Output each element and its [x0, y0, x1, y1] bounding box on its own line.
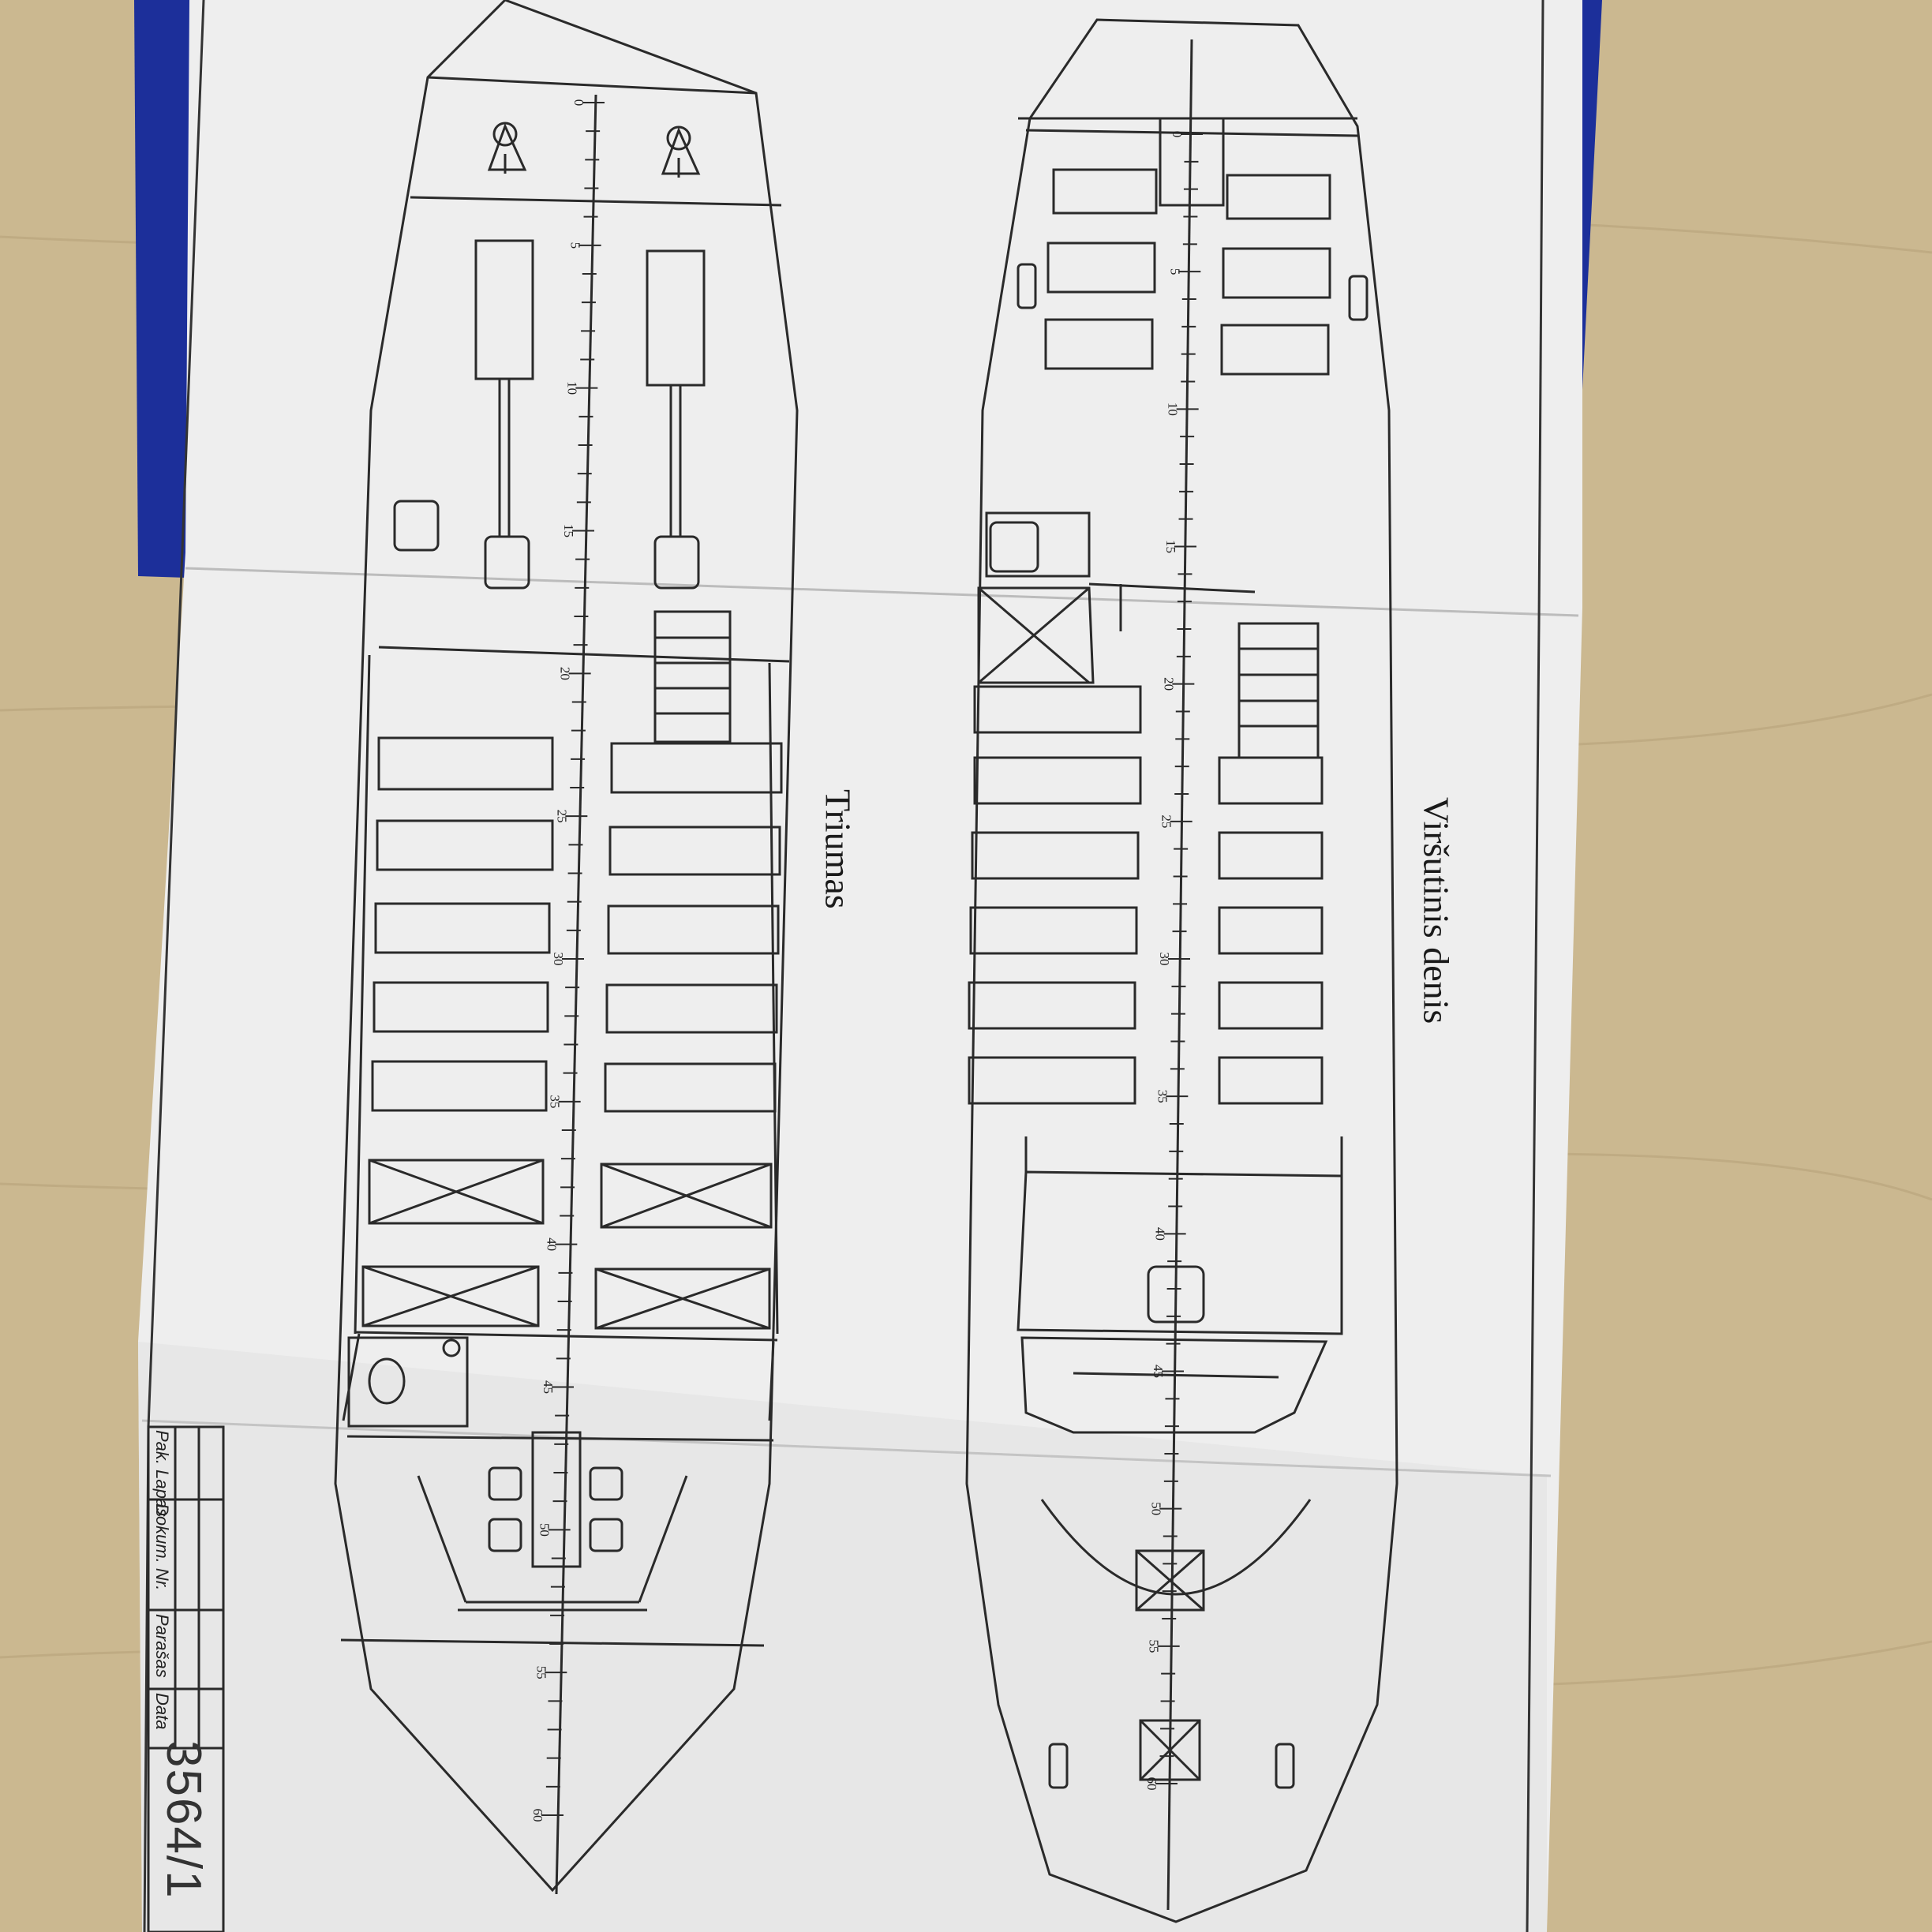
- document-number: 3564/1: [156, 1740, 211, 1900]
- hold-cabins-starboard: [604, 742, 783, 1113]
- frame-number-label: 45: [1151, 1365, 1166, 1378]
- frame-number-label: 25: [554, 810, 569, 823]
- deck-cabins-starboard: [1218, 756, 1324, 1105]
- frame-number-label: 20: [558, 667, 573, 680]
- deck-cabins-port: [968, 685, 1142, 1105]
- frame-number-label: 20: [1161, 677, 1176, 691]
- frame-number-label: 55: [534, 1666, 549, 1679]
- deck-frame-labels: 0 5 10 15 20 25 30 35 40 45 50 55 60: [1144, 131, 1185, 1791]
- hold-hull-outline: [334, 0, 799, 1893]
- frame-number-label: 30: [1157, 953, 1172, 966]
- hold-tanks: [361, 1159, 773, 1330]
- frame-number-label: 50: [1148, 1502, 1163, 1515]
- deck-plan: [965, 18, 1398, 1923]
- hold-cabins-port: [371, 736, 554, 1112]
- frame-number-label: 10: [1166, 402, 1181, 416]
- frame-number-label: 15: [561, 524, 576, 537]
- hold-capstan-1: [487, 122, 527, 174]
- hold-frame-labels: 0 5 10 15 20 25 30 35 40 45 50 55 60: [530, 99, 586, 1822]
- frame-number-label: 35: [1155, 1090, 1170, 1103]
- frame-number-label: 60: [530, 1809, 545, 1822]
- hold-capstan-2: [661, 125, 701, 178]
- hold-plan-title: Triumas: [818, 789, 859, 909]
- title-block-docnum-header: Dokum. Nr.: [152, 1503, 172, 1591]
- frame-number-label: 60: [1144, 1777, 1159, 1791]
- deck-plan-title: Viršutinis denis: [1416, 797, 1457, 1024]
- hold-mess: [417, 1431, 688, 1612]
- deck-centerline: [1166, 39, 1193, 1911]
- title-block-date-header: Data: [152, 1693, 172, 1730]
- hold-centerline: [555, 94, 597, 1895]
- frame-number-label: 5: [1167, 268, 1182, 275]
- frame-number-label: 40: [1153, 1227, 1168, 1241]
- frame-number-label: 35: [548, 1095, 563, 1108]
- frame-number-label: 55: [1147, 1639, 1162, 1653]
- title-block-signature-header: Parašas: [152, 1614, 172, 1678]
- frame-number-label: 25: [1159, 814, 1174, 828]
- frame-number-label: 45: [541, 1380, 556, 1394]
- frame-number-label: 15: [1163, 540, 1178, 553]
- frame-number-label: 0: [1170, 131, 1185, 138]
- frame-number-label: 10: [564, 381, 579, 395]
- frame-number-label: 50: [537, 1523, 552, 1537]
- hold-plan: [334, 0, 799, 1895]
- title-block-grid: [147, 1425, 225, 1932]
- frame-number-label: 40: [544, 1237, 559, 1251]
- frame-number-label: 30: [551, 953, 566, 966]
- frame-number-label: 5: [568, 242, 583, 249]
- frame-number-label: 0: [571, 99, 586, 107]
